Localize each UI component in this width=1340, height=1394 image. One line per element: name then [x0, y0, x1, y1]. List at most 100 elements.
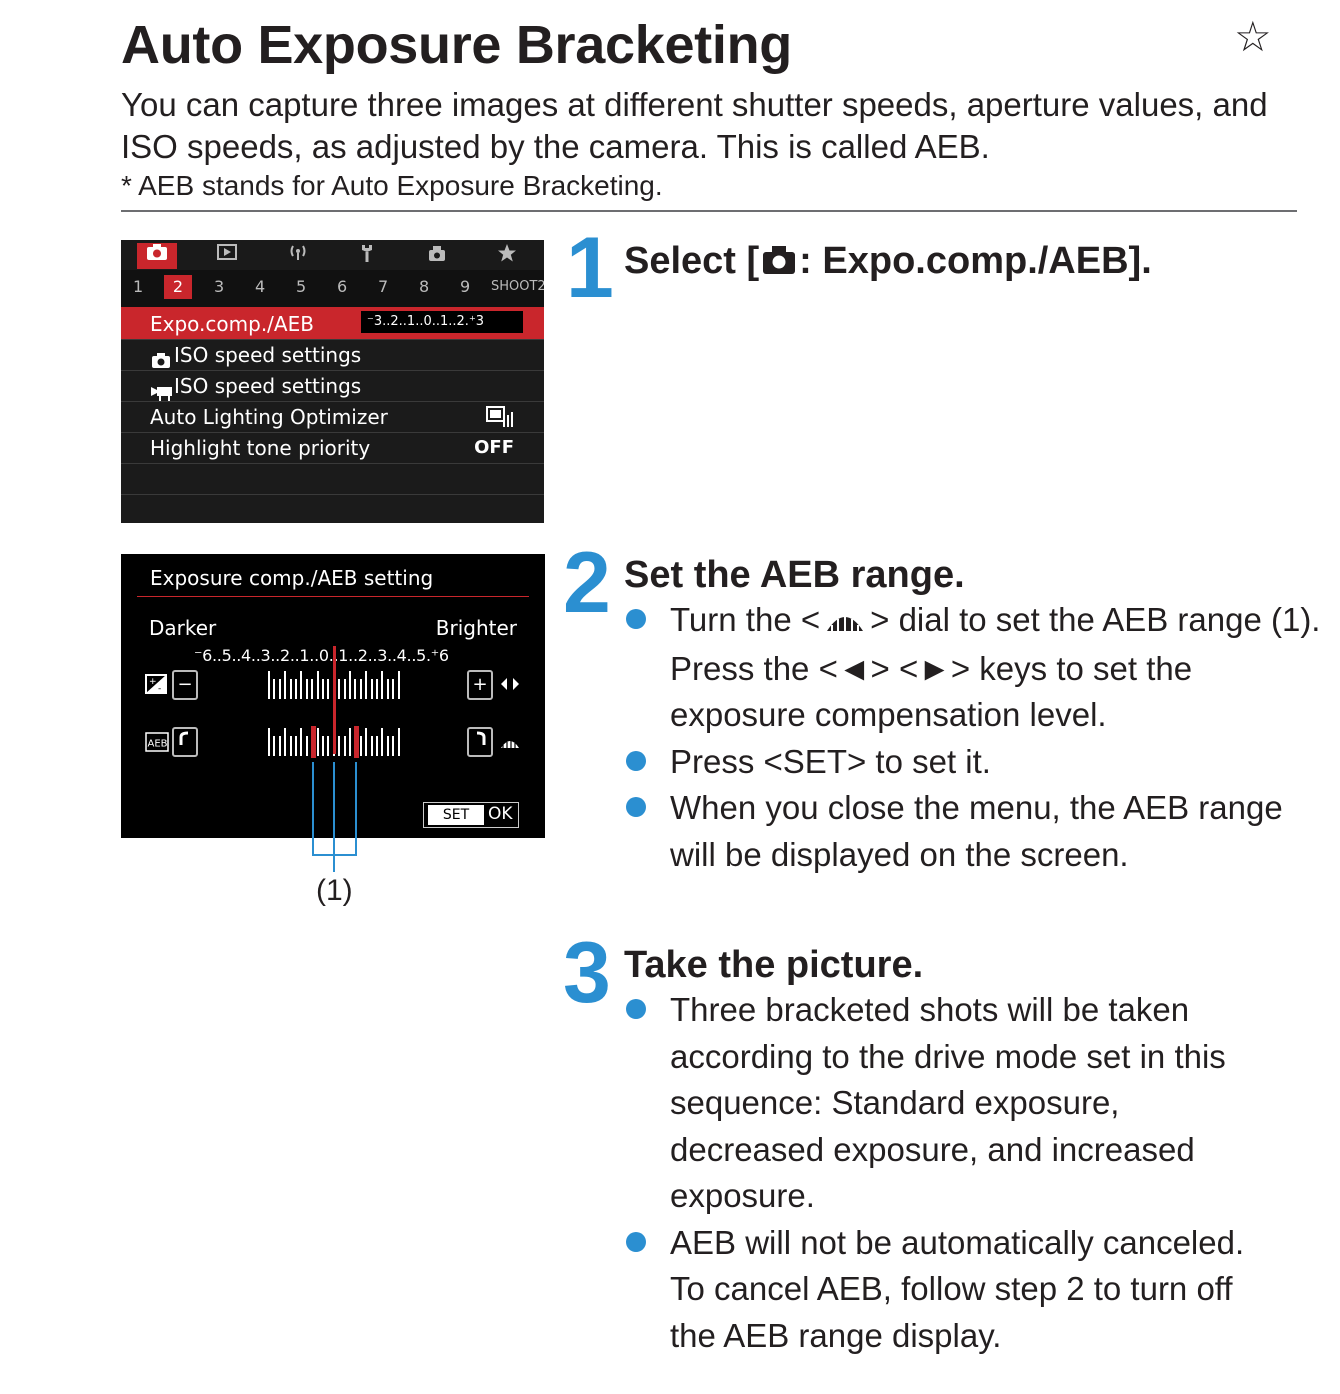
- callout-label: (1): [316, 874, 353, 907]
- bullet-icon: [626, 609, 646, 629]
- menu-row-expo-comp: Expo.comp./AEB ⁻3..2..1..0..1..2.⁺3: [121, 309, 544, 340]
- scale-tick: [284, 671, 287, 699]
- aeb-screen-title: Exposure comp./AEB setting: [150, 566, 434, 590]
- menu-row-alo: Auto Lighting Optimizer: [121, 402, 544, 433]
- wrench-icon: [347, 243, 387, 269]
- scale-tick: [365, 671, 368, 699]
- step-heading-3: Take the picture.: [624, 944, 924, 986]
- set-key-label: SET: [428, 805, 484, 825]
- camera-icon: [151, 347, 171, 377]
- brighter-label: Brighter: [435, 616, 517, 640]
- scale-tick: [300, 728, 303, 756]
- subtab-8: 8: [419, 277, 430, 296]
- callout-line: [355, 762, 357, 856]
- scale-tick: [370, 679, 373, 699]
- list-item-text: AEB will not be automatically canceled. …: [670, 1223, 1245, 1354]
- scale-tick: [338, 679, 341, 699]
- list-item-text: Press <SET> to set it.: [670, 742, 991, 780]
- callout-line: [333, 762, 335, 872]
- scale-tick: [316, 728, 319, 756]
- scale-tick: [305, 736, 308, 756]
- scale-tick: [316, 671, 319, 699]
- scale-tick: [322, 679, 324, 699]
- menu-subtab-bar: 1 2 3 4 5 6 7 8 9 SHOOT2: [121, 270, 544, 309]
- scale-tick: [268, 671, 270, 699]
- svg-text:-: -: [158, 684, 161, 694]
- scale-tick: [284, 728, 287, 756]
- menu-row-highlight-tone: Highlight tone priority OFF: [121, 433, 544, 464]
- subtab-shoot2: SHOOT2: [491, 279, 544, 294]
- scale-tick: [354, 679, 357, 699]
- divider: [121, 210, 1297, 212]
- scale-tick: [392, 736, 395, 756]
- scale-tick: [295, 736, 297, 756]
- scale-tick: [365, 728, 368, 756]
- step-number-2: 2: [563, 535, 611, 631]
- scale-tick: [343, 679, 346, 699]
- menu-row-label: ISO speed settings: [174, 374, 362, 398]
- callout-line: [312, 762, 314, 856]
- scale-tick: [289, 736, 292, 756]
- camera-icon: [137, 243, 177, 269]
- callout-line: [312, 854, 357, 856]
- step-heading-suffix: : Expo.comp./AEB].: [799, 240, 1152, 282]
- minus-box: −: [172, 670, 198, 700]
- scale-tick: [305, 679, 308, 699]
- list-item: Three bracketed shots will be taken acco…: [624, 987, 1264, 1220]
- list-item: Turn the <> dial to set the AEB range (1…: [624, 597, 1324, 739]
- step-heading-2: Set the AEB range.: [624, 554, 965, 596]
- title-underline: [137, 596, 529, 597]
- menu-tab-bar: [121, 240, 544, 270]
- bullet-icon: [626, 999, 646, 1019]
- center-red-line: [333, 646, 336, 754]
- page-title: Auto Exposure Bracketing: [121, 15, 792, 75]
- intro-text: You can capture three images at differen…: [121, 86, 1268, 165]
- star-icon: ☆: [1234, 12, 1272, 61]
- exposure-scale: ⁻3..2..1..0..1..2.⁺3: [361, 311, 523, 333]
- subtab-7: 7: [378, 277, 389, 296]
- scale-tick: [289, 679, 292, 699]
- list-item: When you close the menu, the AEB range w…: [624, 785, 1324, 878]
- menu-row-label: ISO speed settings: [174, 343, 362, 367]
- step-number-1: 1: [566, 220, 614, 316]
- subtab-4: 4: [255, 277, 266, 296]
- aeb-icon: AEB: [145, 732, 169, 756]
- step-heading-1: Select [ : Expo.comp./AEB].: [624, 238, 1152, 286]
- scale-tick: [338, 736, 341, 756]
- alo-icon: [486, 406, 514, 436]
- camera-icon: [761, 240, 797, 286]
- scale-tick: [273, 736, 276, 756]
- menu-row-movie-iso: ISO speed settings: [121, 371, 544, 402]
- scale-tick: [376, 736, 378, 756]
- svg-text:AEB: AEB: [148, 739, 168, 750]
- exposure-scale: ⁻6..5..4..3..2..1..0..1..2..3..4..5.⁺6: [194, 646, 449, 665]
- scale-tick: [327, 679, 330, 699]
- scale-tick: [295, 679, 297, 699]
- scale-tick: [370, 736, 373, 756]
- scale-tick: [278, 679, 281, 699]
- subtab-5: 5: [296, 277, 307, 296]
- subtab-6: 6: [337, 277, 348, 296]
- scale-tick: [381, 728, 384, 756]
- scale-tick: [397, 728, 400, 756]
- menu-row-empty: [121, 464, 544, 495]
- subtab-9: 9: [460, 277, 471, 296]
- scale-tick: [273, 679, 276, 699]
- bullet-icon: [626, 1231, 646, 1252]
- playback-icon: [207, 243, 247, 269]
- scale-tick: [397, 671, 400, 699]
- scale-tick: [278, 736, 281, 756]
- exposure-comp-icon: +-: [145, 674, 167, 698]
- list-item: AEB will not be automatically canceled. …: [624, 1220, 1264, 1360]
- scale-tick: [381, 671, 384, 699]
- scale-tick: [327, 736, 330, 756]
- scale-tick: [386, 679, 389, 699]
- scale-tick: [349, 671, 351, 699]
- bullet-icon: [626, 797, 646, 817]
- subtab-3: 3: [214, 277, 225, 296]
- scale-tick: [322, 736, 324, 756]
- svg-text:+: +: [149, 677, 157, 687]
- scale-tick: [311, 679, 314, 699]
- step-heading-prefix: Select [: [624, 240, 760, 282]
- scale-tick: [359, 736, 362, 756]
